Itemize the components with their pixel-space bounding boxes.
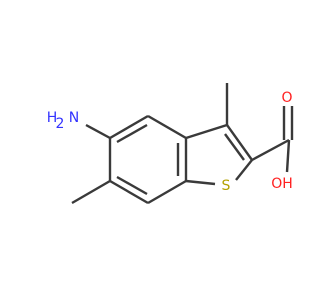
nh2-label-h: H bbox=[47, 110, 58, 126]
bond-c6-methyl bbox=[71, 179, 111, 205]
bond-c4-c5-inner bbox=[116, 123, 148, 144]
bond-c3a-c4 bbox=[147, 114, 187, 140]
bond-carboxyl-c-oh bbox=[285, 139, 291, 173]
bond-c6-c7 bbox=[109, 179, 149, 205]
nh2-label-n: N bbox=[69, 110, 79, 126]
bonds bbox=[71, 83, 294, 205]
bond-s-c7a bbox=[185, 179, 216, 186]
bond-c3-c2-inner bbox=[224, 133, 245, 161]
bond-c2-carboxyl bbox=[251, 138, 290, 162]
nh2-label-sub: 2 bbox=[56, 116, 65, 132]
bond-c7-c7a bbox=[147, 179, 187, 205]
bond-c2-s bbox=[235, 159, 253, 181]
bond-c6-c7-inner bbox=[116, 175, 148, 196]
bond-c5-n bbox=[85, 123, 111, 140]
sulfur-label: S bbox=[222, 178, 231, 194]
bond-c4-c5 bbox=[109, 114, 149, 140]
bond-c3-c2 bbox=[226, 124, 253, 161]
carbonyl-oxygen-label: O bbox=[281, 90, 292, 106]
hydroxyl-label: OH bbox=[271, 176, 293, 192]
bond-c3a-c3 bbox=[185, 123, 228, 140]
